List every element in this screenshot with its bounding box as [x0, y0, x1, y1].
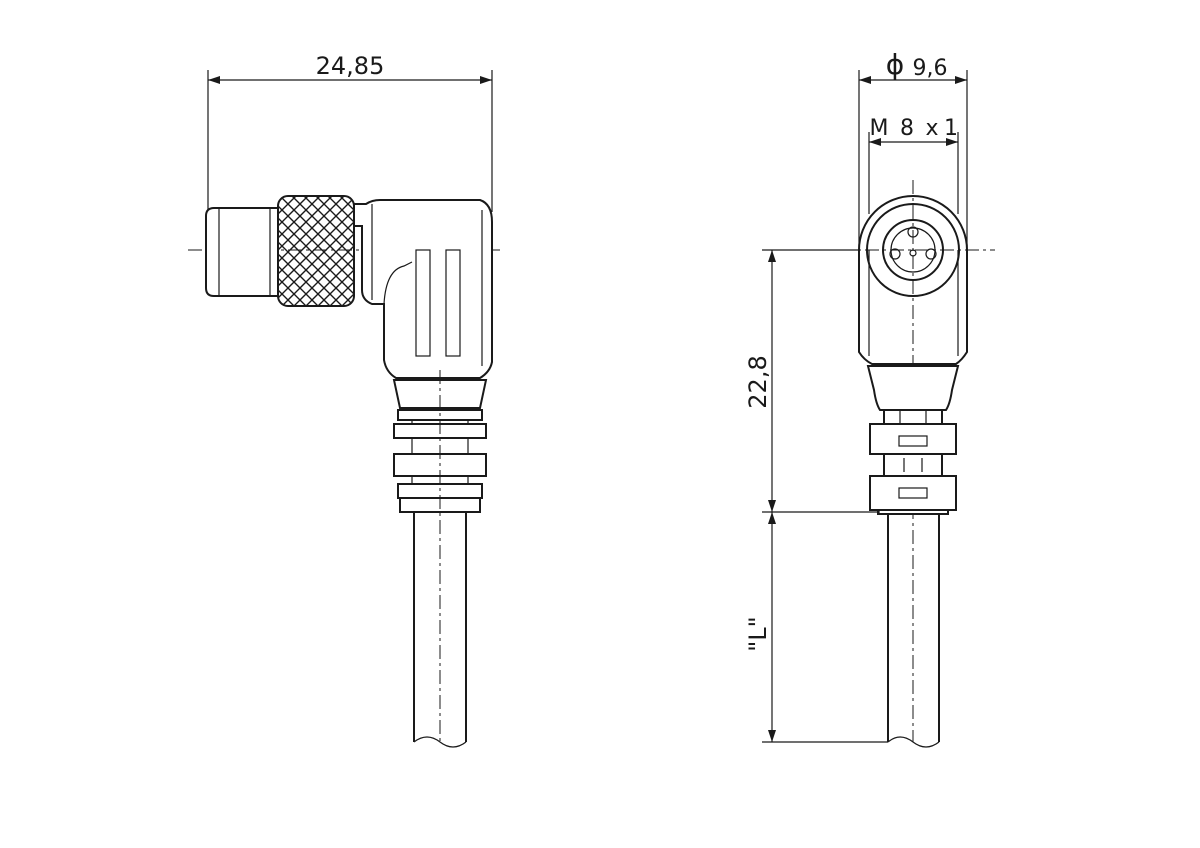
cable-side	[413, 370, 467, 748]
plug-tip	[205, 207, 279, 297]
diameter-symbol: ϕ	[886, 48, 904, 81]
dimension-diameter: 9,6	[913, 56, 948, 81]
angled-housing	[353, 199, 493, 379]
cable-front	[887, 514, 940, 748]
side-view: 24,85	[188, 52, 500, 748]
thread-m: M	[870, 116, 889, 141]
knurled-nut	[277, 195, 355, 307]
strain-relief-front	[866, 365, 960, 515]
thread-x: x	[925, 116, 938, 141]
dimension-cable-length: "L"	[744, 616, 772, 651]
thread-size: 8	[900, 116, 914, 141]
dimension-height: 22,8	[744, 355, 772, 408]
dimension-overall-length: 24,85	[316, 52, 385, 80]
thread-pitch: 1	[944, 116, 958, 141]
front-view: ϕ 9,6 M 8 x 1	[744, 48, 995, 748]
